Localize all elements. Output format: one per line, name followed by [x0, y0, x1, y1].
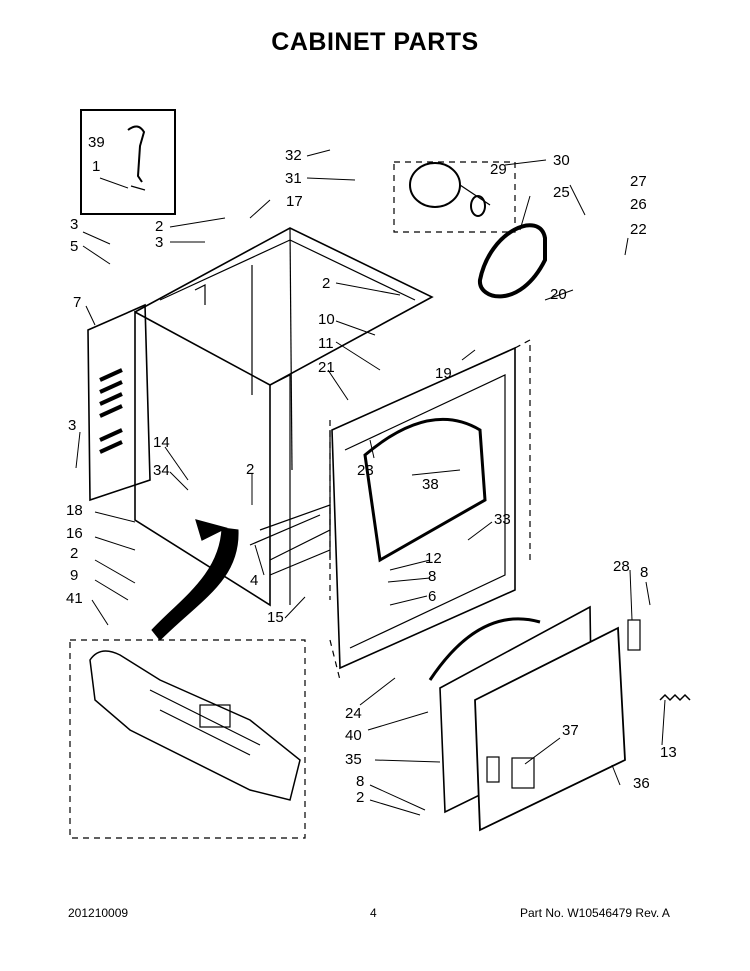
footer-part-number: Part No. W10546479 Rev. A	[520, 906, 670, 920]
door-spring	[659, 693, 691, 702]
callout-39: 39	[88, 134, 105, 151]
callout-11: 11	[318, 335, 334, 352]
callout-40: 40	[345, 727, 362, 744]
callout-35: 35	[345, 751, 362, 768]
callout-30: 30	[553, 152, 570, 169]
side-panel	[87, 303, 151, 502]
callout-36: 36	[633, 775, 650, 792]
front-panel	[331, 346, 516, 670]
motor-dashed-box	[393, 161, 516, 233]
callout-27: 27	[630, 173, 647, 190]
callout-4: 4	[250, 572, 258, 589]
callout-2d: 2	[70, 545, 78, 562]
callout-26: 26	[630, 196, 647, 213]
callout-9: 9	[70, 567, 78, 584]
callout-7: 7	[73, 294, 81, 311]
base-assembly	[89, 650, 301, 801]
callout-8b: 8	[640, 564, 648, 581]
callout-21: 21	[318, 359, 335, 376]
callout-25: 25	[553, 184, 570, 201]
callout-24: 24	[345, 705, 362, 722]
inset-box-wire-harness	[80, 109, 176, 215]
callout-22: 22	[630, 221, 647, 238]
callout-16: 16	[66, 525, 83, 542]
page-title: CABINET PARTS	[271, 28, 479, 56]
callout-8c: 8	[356, 773, 364, 790]
callout-19: 19	[435, 365, 452, 382]
callout-34: 34	[153, 462, 170, 479]
callout-8: 8	[428, 568, 436, 585]
callout-20: 20	[550, 286, 567, 303]
callout-28: 28	[613, 558, 630, 575]
callout-1: 1	[92, 158, 100, 175]
leader-lines	[75, 149, 666, 816]
base-dashed-box	[69, 639, 306, 839]
callout-14: 14	[153, 434, 170, 451]
door-hinge	[627, 619, 641, 651]
callout-3b: 3	[155, 234, 163, 251]
callout-2e: 2	[356, 789, 364, 806]
drive-belt	[478, 223, 547, 299]
callout-32: 32	[285, 147, 302, 164]
door-seal	[363, 417, 487, 563]
callout-37: 37	[562, 722, 579, 739]
callout-2c: 2	[246, 461, 254, 478]
callout-29: 29	[490, 161, 507, 178]
callout-31: 31	[285, 170, 302, 187]
footer-page-number: 4	[370, 906, 377, 920]
callout-38: 38	[422, 476, 439, 493]
door-assembly	[428, 605, 626, 832]
callout-12: 12	[425, 550, 442, 567]
callout-18: 18	[66, 502, 83, 519]
footer-date-code: 201210009	[68, 906, 129, 920]
duct-arrow	[151, 527, 239, 641]
callout-17: 17	[286, 193, 303, 210]
callout-5: 5	[70, 238, 78, 255]
callout-3c: 3	[68, 417, 76, 434]
callout-labels: 39 1 3 5 2 3 17 32 31 29 30 25 27 26 22 …	[66, 134, 677, 806]
callout-15: 15	[267, 609, 284, 626]
callout-10: 10	[318, 311, 335, 328]
callout-23: 23	[357, 462, 374, 479]
motor	[409, 162, 491, 217]
callout-41: 41	[66, 590, 83, 607]
callout-6: 6	[428, 588, 436, 605]
callout-13: 13	[660, 744, 677, 761]
callout-3: 3	[70, 216, 78, 233]
callout-2b: 2	[322, 275, 330, 292]
side-panel-vents	[99, 368, 123, 454]
callout-2: 2	[155, 218, 163, 235]
callout-33: 33	[494, 511, 511, 528]
